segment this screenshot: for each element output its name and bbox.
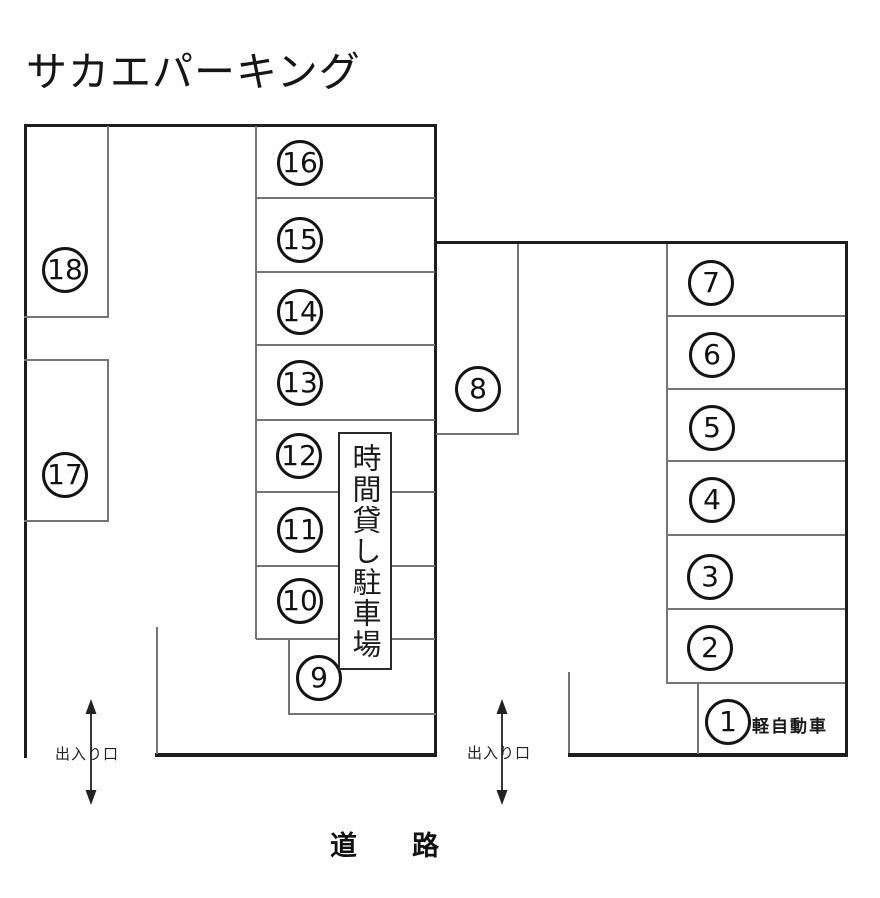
- parking-spot-13: 13: [277, 360, 323, 406]
- parking-spot-4: 4: [689, 477, 735, 523]
- middle-column-left-line: [255, 126, 257, 639]
- spot8-box-bottom-line: [436, 433, 519, 435]
- kei-car-note: 軽自動車: [752, 717, 828, 736]
- divider-4-3: [667, 534, 845, 536]
- divider-5-4: [667, 460, 845, 462]
- spot17-box-top-line: [24, 359, 109, 361]
- road-label: 道 路: [330, 831, 453, 861]
- divider-16-15: [256, 197, 435, 199]
- entrance-label-right: 出入り口: [467, 745, 532, 762]
- parking-spot-14: 14: [277, 289, 323, 335]
- shared-wall-right-of-left-building: [434, 124, 437, 757]
- left-building-wall-top: [24, 124, 437, 127]
- parking-spot-12: 12: [276, 433, 322, 479]
- spot9-box-left-line: [288, 638, 290, 715]
- hourly-parking-sign: 時間貸し駐車場: [338, 432, 392, 670]
- parking-spot-2: 2: [687, 625, 733, 671]
- right-building-wall-right: [845, 241, 848, 757]
- right-building-notch-line: [568, 672, 570, 753]
- parking-spot-5: 5: [689, 405, 735, 451]
- entrance-arrow-left-icon: [85, 699, 97, 805]
- spot17-box-right-line: [107, 359, 109, 522]
- left-building-wall-left: [24, 124, 27, 758]
- entrance-label-left: 出入り口: [55, 746, 120, 763]
- parking-spot-3: 3: [687, 554, 733, 600]
- parking-spot-16: 16: [277, 140, 323, 186]
- parking-spot-9: 9: [296, 655, 342, 701]
- parking-spot-15: 15: [277, 217, 323, 263]
- spot8-box-right-line: [517, 244, 519, 435]
- parking-spot-17: 17: [42, 452, 88, 498]
- divider-3-2: [667, 608, 845, 610]
- divider-14-13: [256, 344, 435, 346]
- left-building-notch-line: [156, 627, 158, 754]
- divider-6-5: [667, 388, 845, 390]
- left-building-wall-bottom: [155, 753, 437, 757]
- divider-7-6: [667, 315, 845, 317]
- divider-2-1: [667, 682, 845, 684]
- parking-spot-11: 11: [277, 507, 323, 553]
- right-building-wall-bottom: [568, 753, 848, 757]
- parking-spot-7: 7: [688, 260, 734, 306]
- parking-spot-18: 18: [42, 247, 88, 293]
- page-title: サカエパーキング: [26, 49, 361, 95]
- divider-15-14: [256, 271, 435, 273]
- parking-spot-1: 1: [705, 699, 751, 745]
- right-building-wall-top: [434, 241, 848, 244]
- parking-spot-10: 10: [277, 578, 323, 624]
- spot1-box-left-line: [697, 682, 699, 754]
- divider-13-12: [256, 419, 435, 421]
- right-column-left-line: [666, 244, 668, 684]
- spot17-box-bottom-line: [24, 520, 109, 522]
- hourly-parking-sign-text: 時間貸し駐車場: [348, 442, 382, 660]
- parking-spot-8: 8: [455, 366, 501, 412]
- spot18-box-bottom-line: [24, 316, 109, 318]
- spot18-box-right-line: [107, 126, 109, 318]
- spot9-box-bottom-line: [288, 713, 436, 715]
- entrance-arrow-right-icon: [496, 699, 508, 805]
- parking-spot-6: 6: [689, 332, 735, 378]
